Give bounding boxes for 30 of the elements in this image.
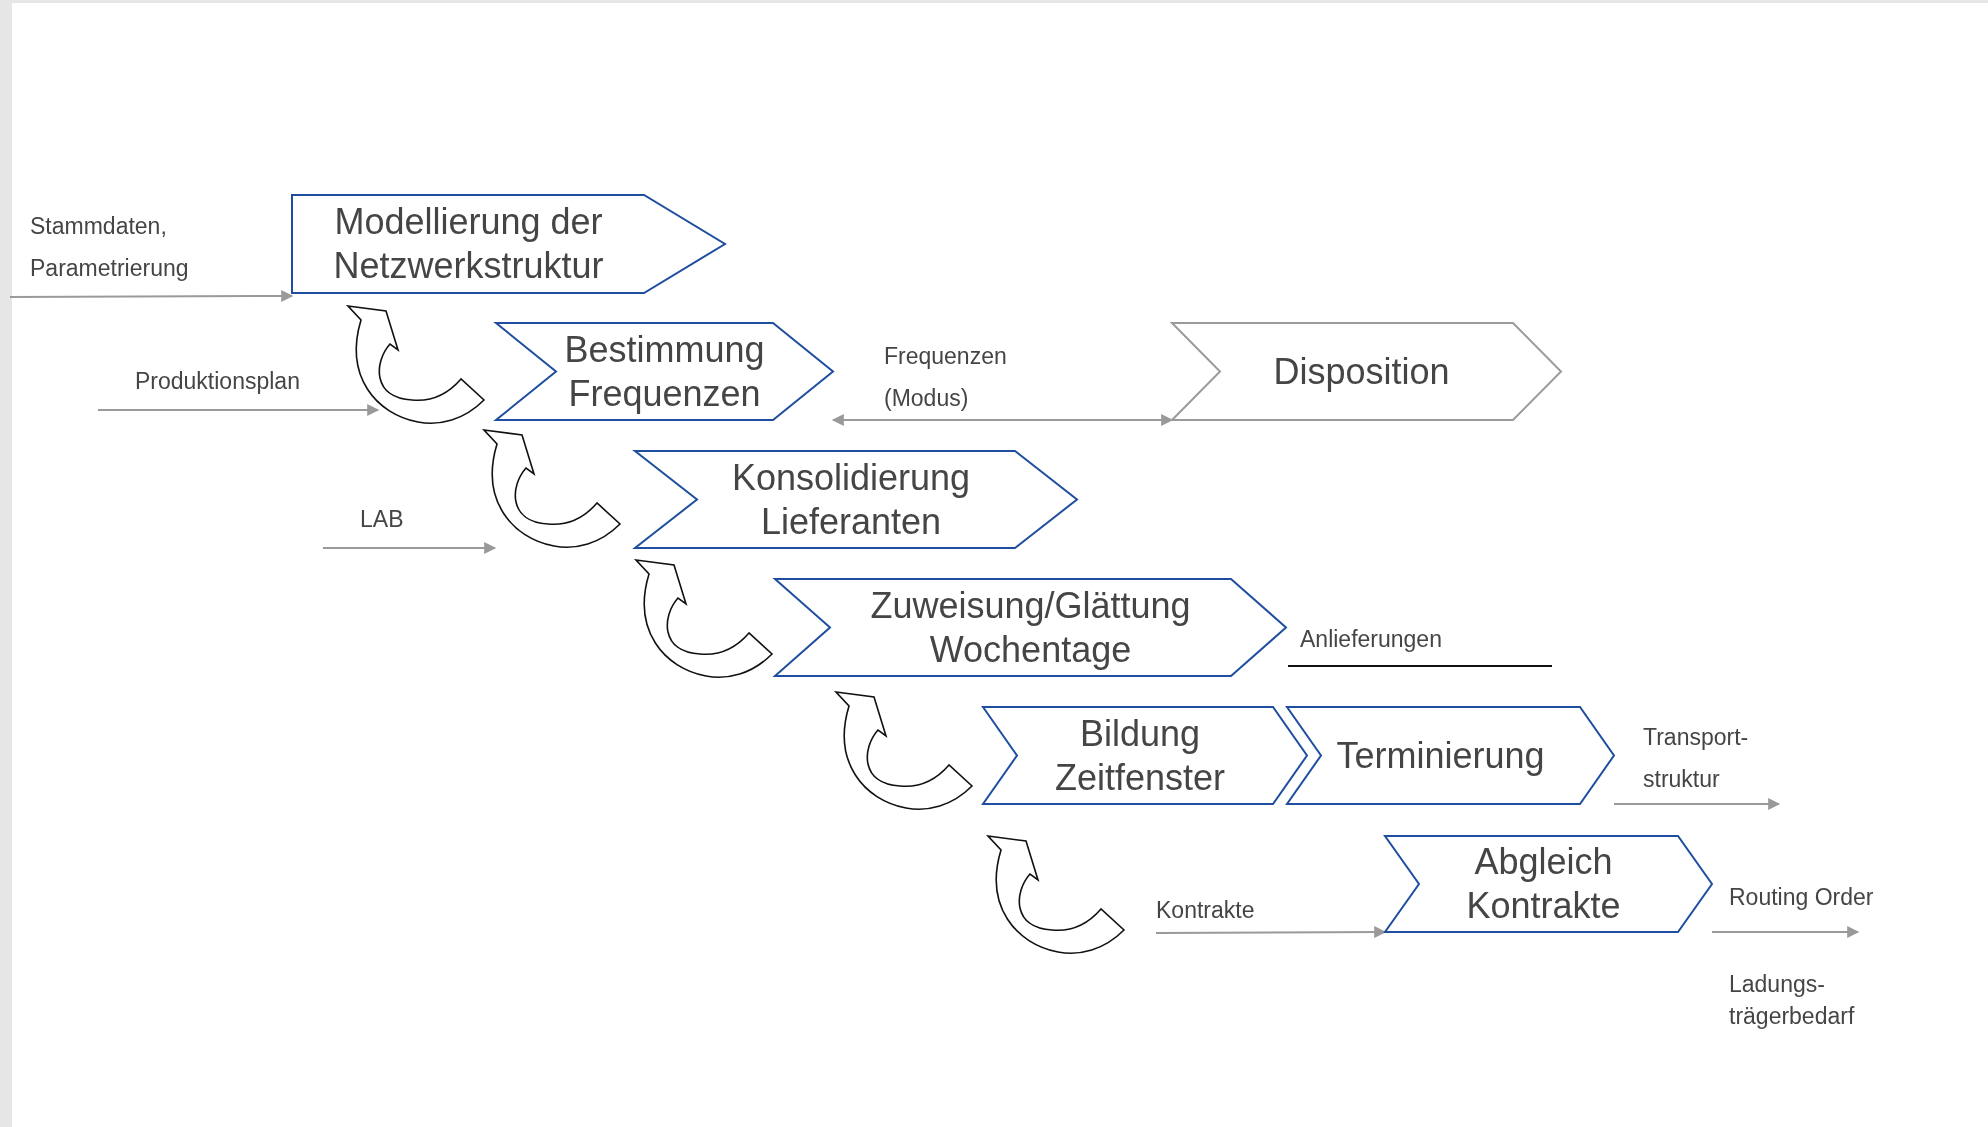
step-label: Disposition — [1273, 349, 1450, 394]
step-label: Bestimmung Frequenzen — [563, 327, 766, 416]
process-step — [1385, 836, 1712, 932]
arrow — [1155, 926, 1387, 939]
input-label: Produktionsplan — [135, 367, 301, 396]
step-label: Modellierung der Netzwerkstruktur — [332, 200, 605, 288]
edge-label: Routing Order — [1729, 883, 1875, 912]
edge-label: Frequenzen (Modus) — [884, 342, 1008, 413]
input-label: Anlieferungen — [1300, 625, 1443, 654]
process-step — [1287, 707, 1614, 804]
process-step — [496, 323, 833, 420]
process-step — [292, 195, 725, 293]
edge-label: Stammdaten, Parametrierung — [30, 212, 190, 283]
edge-label: Kontrakte — [1156, 896, 1256, 925]
process-step — [775, 579, 1286, 676]
arrow — [9, 290, 294, 302]
edge-label: Transport- struktur — [1643, 723, 1750, 794]
step-label: Konsolidierung Lieferanten — [730, 455, 972, 544]
process-step — [1172, 323, 1561, 420]
input-label: LAB — [360, 505, 405, 534]
process-step — [635, 451, 1077, 548]
step-label: Terminierung — [1336, 733, 1545, 778]
arrow — [1613, 798, 1781, 810]
arrow — [1711, 926, 1860, 938]
input-label: Ladungs- trägerbedarf — [1729, 970, 1856, 1031]
step-label: Zuweisung/Glättung Wochentage — [869, 583, 1192, 672]
process-step — [983, 707, 1307, 804]
step-label: Bildung Zeitfenster — [1053, 711, 1227, 800]
arrow — [831, 414, 1174, 426]
step-label: Abgleich Kontrakte — [1465, 840, 1622, 928]
